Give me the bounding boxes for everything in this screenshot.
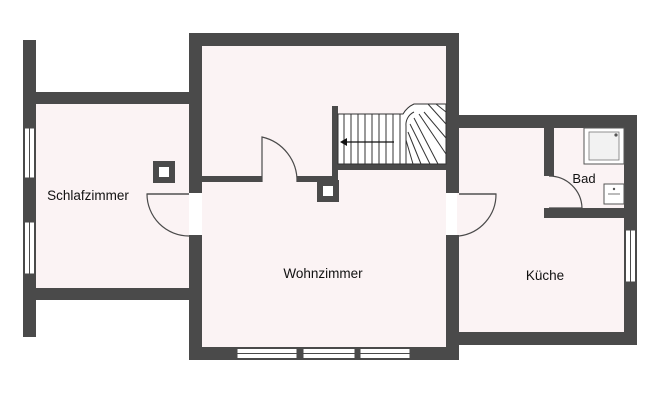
stairs <box>337 103 447 165</box>
stair-direction-arrow <box>340 138 394 146</box>
windows <box>24 127 636 359</box>
wall-stair-bottom <box>336 164 446 170</box>
wall-schlafzimmer-top <box>23 92 201 104</box>
door-bad <box>548 175 583 209</box>
label-kueche: Küche <box>526 268 564 283</box>
shower-tray <box>583 127 625 165</box>
wall-stair-left <box>332 106 338 182</box>
label-bad: Bad <box>572 171 595 186</box>
wall-schlafzimmer-bottom <box>23 288 201 300</box>
wall-wohnzimmer-top <box>189 33 459 46</box>
wall-wohnzimmer-right-lower <box>446 235 459 360</box>
wall-bad-bottom <box>544 208 624 218</box>
doors <box>146 136 583 237</box>
wall-wohnzimmer-left-lower <box>189 235 202 360</box>
wall-kueche-top <box>446 115 637 128</box>
wall-hall <box>202 176 262 182</box>
door-hall <box>261 136 298 183</box>
chimney-flues <box>159 167 333 196</box>
chimney-left-flue <box>159 167 169 177</box>
wall-stair-landing <box>296 176 336 182</box>
wall-bad-left <box>544 128 554 176</box>
wall-wohnzimmer-right-upper <box>446 33 459 193</box>
label-wohnzimmer: Wohnzimmer <box>283 266 363 281</box>
label-schlafzimmer: Schlafzimmer <box>47 188 129 203</box>
wall-kueche-bottom <box>446 332 637 345</box>
washbasin <box>603 183 625 205</box>
door-kueche <box>458 193 497 237</box>
door-schlafzimmer <box>146 193 190 237</box>
chimney-center-flue <box>323 186 333 196</box>
wall-wohnzimmer-left-upper <box>189 33 202 193</box>
